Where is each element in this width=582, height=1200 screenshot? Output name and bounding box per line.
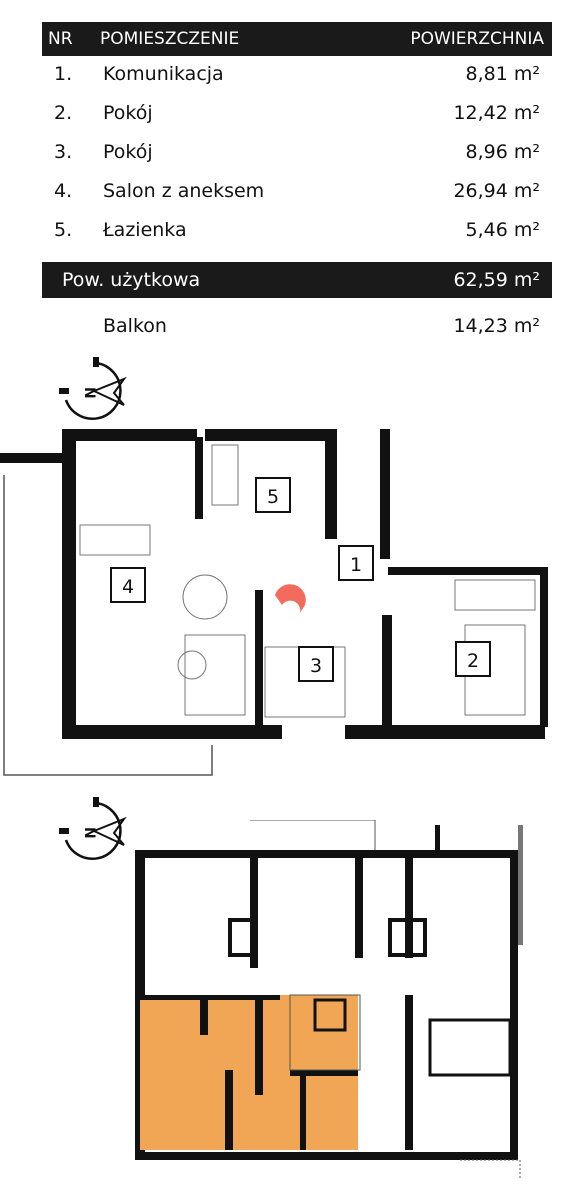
apartment-floor-plan bbox=[0, 429, 548, 776]
row-nr: 3. bbox=[54, 141, 73, 163]
header-room: POMIESZCZENIE bbox=[100, 29, 240, 49]
row-area: 26,94 m² bbox=[453, 180, 540, 202]
row-area: 8,81 m² bbox=[465, 63, 540, 85]
header-nr: NR bbox=[48, 29, 73, 49]
svg-text:N: N bbox=[81, 387, 97, 399]
table-row: 2. Pokój 12,42 m² bbox=[42, 97, 552, 131]
header-area: POWIERZCHNIA bbox=[410, 29, 544, 49]
room-label-1: 1 bbox=[338, 545, 374, 581]
total-area: 62,59 m² bbox=[453, 269, 540, 291]
room-label-2: 2 bbox=[455, 641, 491, 677]
table-header: NR POMIESZCZENIE POWIERZCHNIA bbox=[42, 22, 552, 56]
table-row: 4. Salon z aneksem 26,94 m² bbox=[42, 175, 552, 209]
room-label-5: 5 bbox=[255, 477, 291, 513]
balcony-area: 14,23 m² bbox=[453, 315, 540, 337]
row-nr: 2. bbox=[54, 102, 73, 124]
row-nr: 5. bbox=[54, 219, 73, 241]
room-label-3: 3 bbox=[298, 646, 334, 682]
balcony-name: Balkon bbox=[103, 315, 167, 337]
row-area: 8,96 m² bbox=[465, 141, 540, 163]
table-row: 3. Pokój 8,96 m² bbox=[42, 136, 552, 170]
svg-text:N: N bbox=[81, 827, 97, 839]
total-row: Pow. użytkowa 62,59 m² bbox=[42, 262, 552, 298]
table-row: 1. Komunikacja 8,81 m² bbox=[42, 58, 552, 92]
row-name: Salon z aneksem bbox=[103, 180, 265, 202]
table-row: 5. Łazienka 5,46 m² bbox=[42, 214, 552, 248]
north-arrow-icon: N bbox=[59, 357, 127, 421]
north-arrow-icon: N bbox=[59, 797, 127, 861]
row-nr: 1. bbox=[54, 63, 73, 85]
row-name: Pokój bbox=[103, 141, 153, 163]
room-label-4: 4 bbox=[110, 567, 146, 603]
total-label: Pow. użytkowa bbox=[62, 269, 201, 291]
building-key-plan bbox=[135, 820, 523, 1180]
row-name: Komunikacja bbox=[103, 63, 224, 85]
balcony-row: Balkon 14,23 m² bbox=[42, 310, 552, 344]
row-name: Pokój bbox=[103, 102, 153, 124]
row-nr: 4. bbox=[54, 180, 73, 202]
row-area: 5,46 m² bbox=[465, 219, 540, 241]
row-area: 12,42 m² bbox=[453, 102, 540, 124]
row-name: Łazienka bbox=[103, 219, 187, 241]
